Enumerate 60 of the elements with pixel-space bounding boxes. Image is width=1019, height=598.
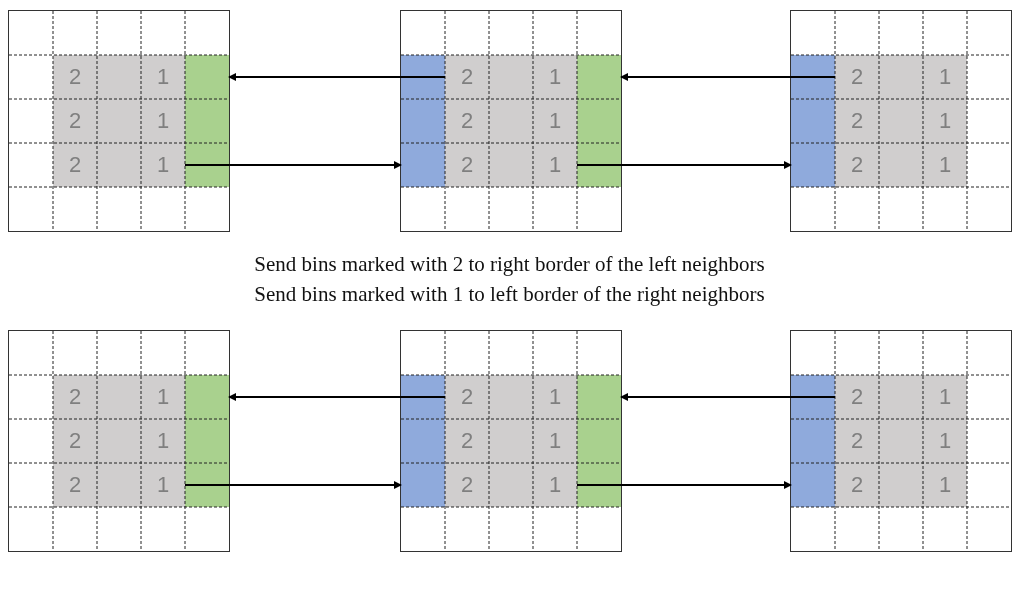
border-bin <box>577 55 621 99</box>
border-bin <box>791 143 835 187</box>
arrow <box>620 393 836 401</box>
bin-number: 1 <box>156 474 170 496</box>
bin-number: 1 <box>938 110 952 132</box>
border-bin <box>577 375 621 419</box>
bin-number: 2 <box>68 110 82 132</box>
bin-number: 2 <box>68 430 82 452</box>
bin-number: 1 <box>548 110 562 132</box>
grid-box <box>400 330 622 552</box>
bin-number: 2 <box>460 430 474 452</box>
border-bin <box>791 463 835 507</box>
arrow <box>228 73 446 81</box>
bin-number: 1 <box>156 386 170 408</box>
bin-number: 1 <box>548 154 562 176</box>
bin-number: 1 <box>938 154 952 176</box>
bin-number: 1 <box>156 66 170 88</box>
grid-box <box>8 10 230 232</box>
grid-box <box>8 330 230 552</box>
bin-number: 2 <box>68 154 82 176</box>
bin-number: 1 <box>548 386 562 408</box>
arrow <box>576 161 792 169</box>
bin-number: 2 <box>850 110 864 132</box>
grid-box <box>400 10 622 232</box>
bin-number: 2 <box>68 386 82 408</box>
bin-number: 2 <box>460 386 474 408</box>
bin-number: 1 <box>548 66 562 88</box>
bin-number: 2 <box>850 154 864 176</box>
instruction-text: Send bins marked with 1 to left border of the right neighbors <box>254 282 765 306</box>
arrow <box>184 481 402 489</box>
instruction-text: Send bins marked with 2 to right border of the left neighbors <box>254 252 765 276</box>
bin-number: 2 <box>850 386 864 408</box>
bin-number: 1 <box>156 154 170 176</box>
bin-number: 2 <box>68 474 82 496</box>
bin-number: 2 <box>460 154 474 176</box>
border-bin <box>185 375 229 419</box>
border-bin <box>185 55 229 99</box>
bin-number: 1 <box>548 474 562 496</box>
bin-number: 1 <box>156 430 170 452</box>
grid-box <box>790 10 1012 232</box>
bin-number: 2 <box>460 66 474 88</box>
bin-number: 2 <box>460 110 474 132</box>
bin-number: 2 <box>850 430 864 452</box>
arrow <box>620 73 836 81</box>
bin-number: 1 <box>938 386 952 408</box>
bin-number: 1 <box>938 474 952 496</box>
bin-number: 2 <box>460 474 474 496</box>
arrow <box>184 161 402 169</box>
arrow <box>228 393 446 401</box>
bin-number: 1 <box>938 66 952 88</box>
bin-number: 2 <box>850 66 864 88</box>
border-bin <box>401 143 445 187</box>
bin-number: 2 <box>850 474 864 496</box>
grid-box <box>790 330 1012 552</box>
bin-number: 1 <box>938 430 952 452</box>
bin-number: 2 <box>68 66 82 88</box>
arrow <box>576 481 792 489</box>
bin-number: 1 <box>548 430 562 452</box>
bin-number: 1 <box>156 110 170 132</box>
border-bin <box>401 463 445 507</box>
